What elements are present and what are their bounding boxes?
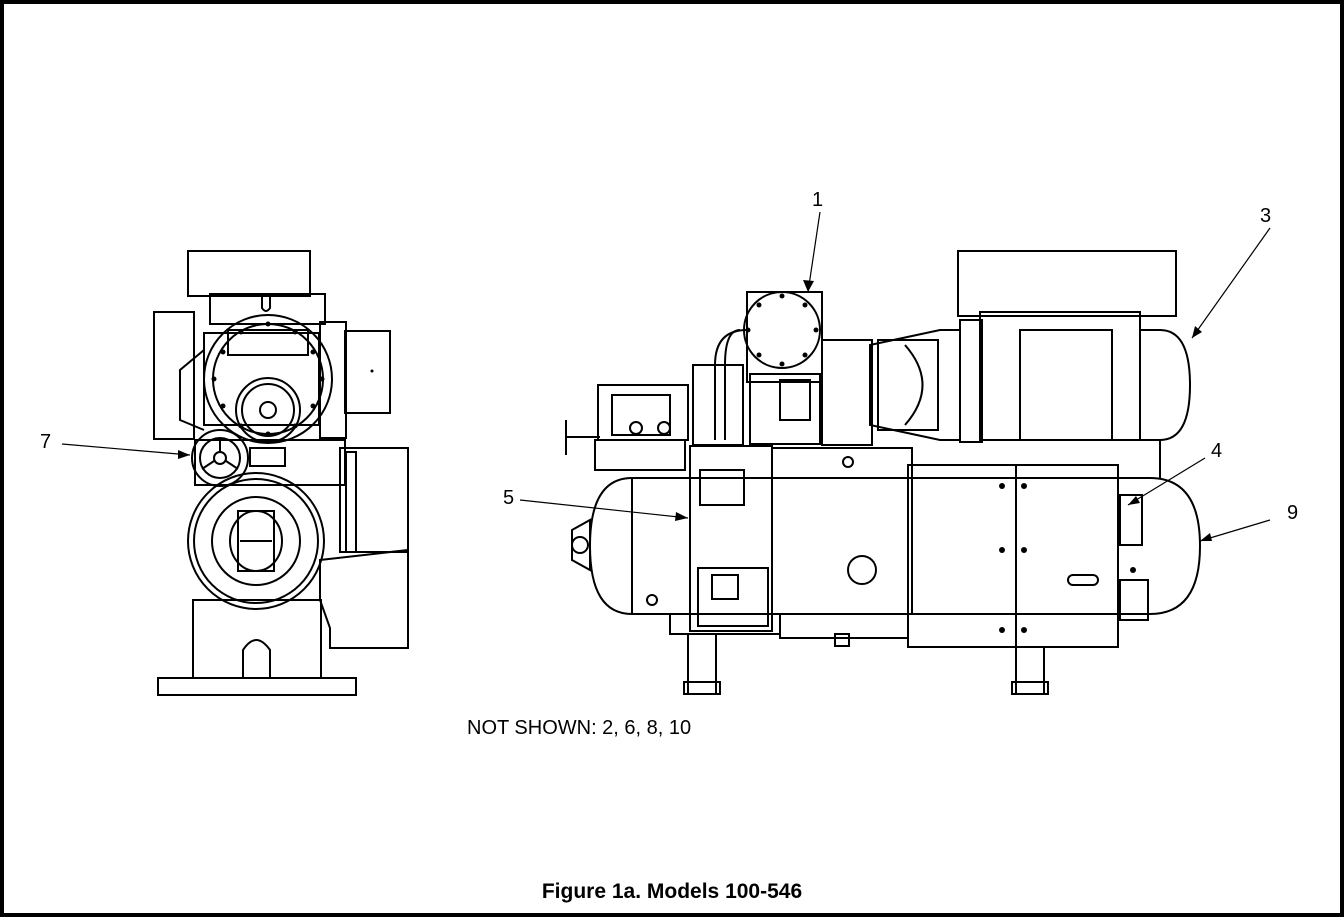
leader-7 [61, 443, 191, 456]
callout-4: 4 [1211, 440, 1223, 462]
leader-9 [1199, 519, 1271, 542]
callout-7: 7 [40, 431, 52, 453]
not-shown-note: NOT SHOWN: 2, 6, 8, 10 [467, 717, 692, 739]
leader-3 [1191, 227, 1271, 339]
callout-5: 5 [503, 487, 515, 509]
callout-arrowheads [178, 280, 1212, 541]
callout-1: 1 [812, 189, 824, 211]
side-view-drawing [565, 250, 1202, 695]
leader-5 [519, 499, 689, 519]
leader-1 [807, 211, 821, 293]
callout-leaders [61, 211, 1271, 542]
callout-3: 3 [1260, 205, 1272, 227]
leader-4 [1127, 457, 1206, 506]
end-view-drawing [153, 250, 409, 696]
figure-caption: Figure 1a. Models 100-546 [541, 880, 803, 903]
callout-9: 9 [1287, 502, 1299, 524]
